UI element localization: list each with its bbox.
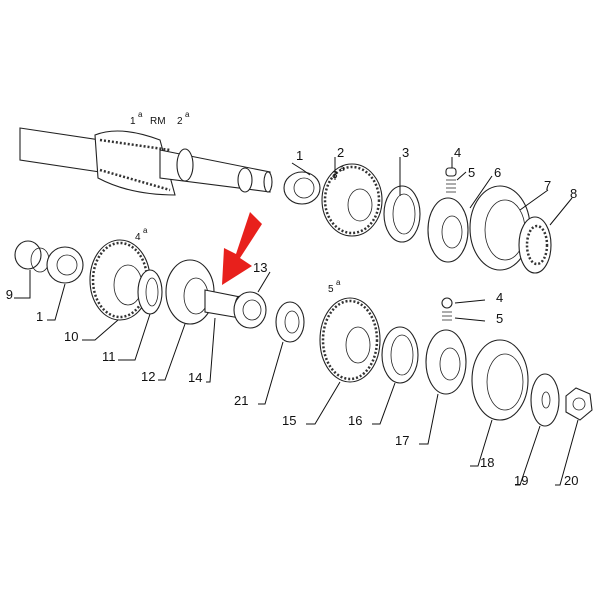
callout-2: 2 bbox=[337, 145, 344, 160]
sleeve-18 bbox=[471, 339, 529, 421]
needle-bearing-1-top bbox=[283, 171, 321, 205]
callout-20: 20 bbox=[564, 473, 578, 488]
sleeve-7 bbox=[469, 185, 531, 271]
callout-16: 16 bbox=[348, 413, 362, 428]
ordinal-mark: a bbox=[143, 226, 148, 235]
callout-9: 9 bbox=[6, 287, 13, 302]
third-gear bbox=[321, 163, 383, 237]
callout-4: 4 bbox=[454, 145, 461, 160]
callout-5: 5 bbox=[468, 165, 475, 180]
detent-4-5-top bbox=[445, 167, 457, 193]
synchro-ring-3 bbox=[383, 185, 421, 243]
gear-label-third: 3 bbox=[332, 170, 338, 181]
leader-lines bbox=[14, 157, 579, 486]
gear-label-second: 2 bbox=[177, 116, 183, 127]
gear-label-fourth: 4 bbox=[135, 232, 141, 243]
callout-14: 14 bbox=[188, 370, 202, 385]
synchro-ring-16 bbox=[381, 326, 419, 384]
ordinal-mark: a bbox=[340, 164, 345, 173]
callout-18: 18 bbox=[480, 455, 494, 470]
washer-19 bbox=[530, 373, 560, 427]
washer-21 bbox=[275, 301, 305, 343]
synchro-hub-6 bbox=[427, 197, 469, 263]
bushing-9 bbox=[14, 240, 50, 273]
callout-13: 13 bbox=[253, 260, 267, 275]
needle-bearing-13 bbox=[233, 291, 267, 329]
needle-bearing-1-left bbox=[46, 246, 84, 284]
ordinal-mark: a bbox=[185, 110, 190, 119]
callout-19: 19 bbox=[514, 473, 528, 488]
nut-20 bbox=[565, 387, 593, 421]
synchro-ring-8 bbox=[518, 216, 552, 274]
callout-4-bottom: 4 bbox=[496, 290, 503, 305]
callout-1-left: 1 bbox=[36, 309, 43, 324]
callout-7: 7 bbox=[544, 178, 551, 193]
ordinal-mark: a bbox=[138, 110, 143, 119]
main-shaft bbox=[19, 127, 273, 196]
callout-3: 3 bbox=[402, 145, 409, 160]
callout-11: 11 bbox=[102, 349, 116, 364]
callout-21: 21 bbox=[234, 393, 248, 408]
callout-17: 17 bbox=[395, 433, 409, 448]
callout-8: 8 bbox=[570, 186, 577, 201]
callout-1: 1 bbox=[296, 148, 303, 163]
detent-4-5-bottom bbox=[441, 297, 453, 321]
synchro-hub-17 bbox=[425, 329, 467, 395]
callout-5-bottom: 5 bbox=[496, 311, 503, 326]
ordinal-mark: a bbox=[336, 278, 341, 287]
highlight-arrow-icon bbox=[222, 212, 262, 285]
synchro-ring-11 bbox=[137, 269, 163, 315]
callout-12: 12 bbox=[141, 369, 155, 384]
callout-15: 15 bbox=[282, 413, 296, 428]
gear-label-reverse: RM bbox=[150, 116, 166, 127]
fifth-gear bbox=[319, 297, 381, 383]
callout-6: 6 bbox=[494, 165, 501, 180]
callout-10: 10 bbox=[64, 329, 78, 344]
gear-label-fifth: 5 bbox=[328, 284, 334, 295]
gear-label-first: 1 bbox=[130, 116, 136, 127]
